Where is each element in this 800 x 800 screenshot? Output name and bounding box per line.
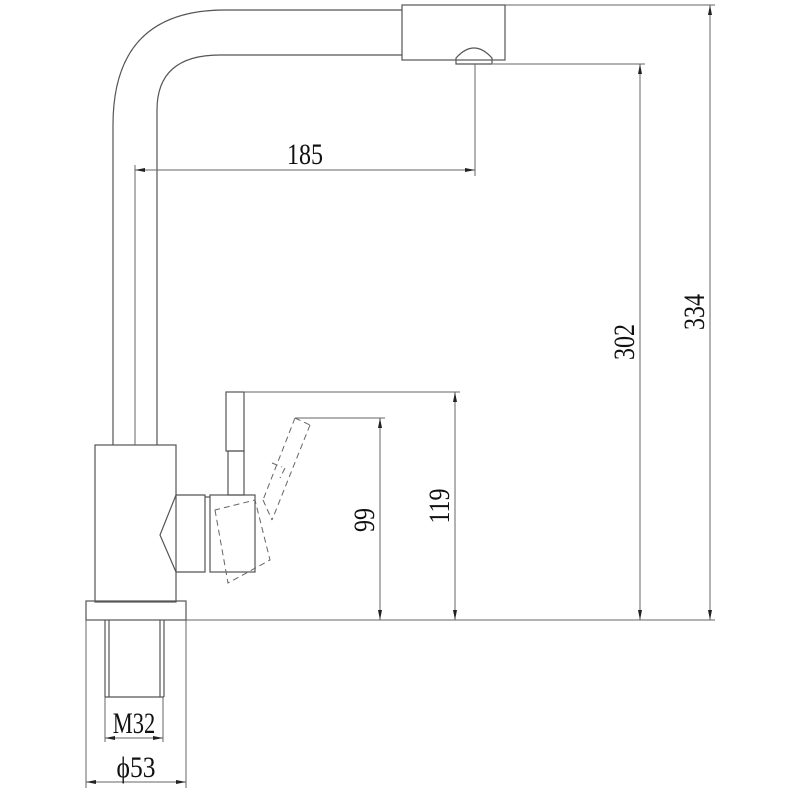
dim-m32-label: M32 <box>113 706 155 740</box>
spout <box>112 4 506 445</box>
dim-119-label: 119 <box>422 488 455 523</box>
faucet-body <box>85 444 187 698</box>
dim-185-label: 185 <box>287 137 323 170</box>
extension-lines <box>85 4 715 788</box>
dim-334-label: 334 <box>677 294 710 330</box>
dim-99-label: 99 <box>347 508 380 532</box>
dim-302-label: 302 <box>607 324 640 360</box>
handle <box>159 391 311 584</box>
dim-53-label: ϕ53 <box>117 751 156 784</box>
dimension-lines <box>86 5 712 784</box>
